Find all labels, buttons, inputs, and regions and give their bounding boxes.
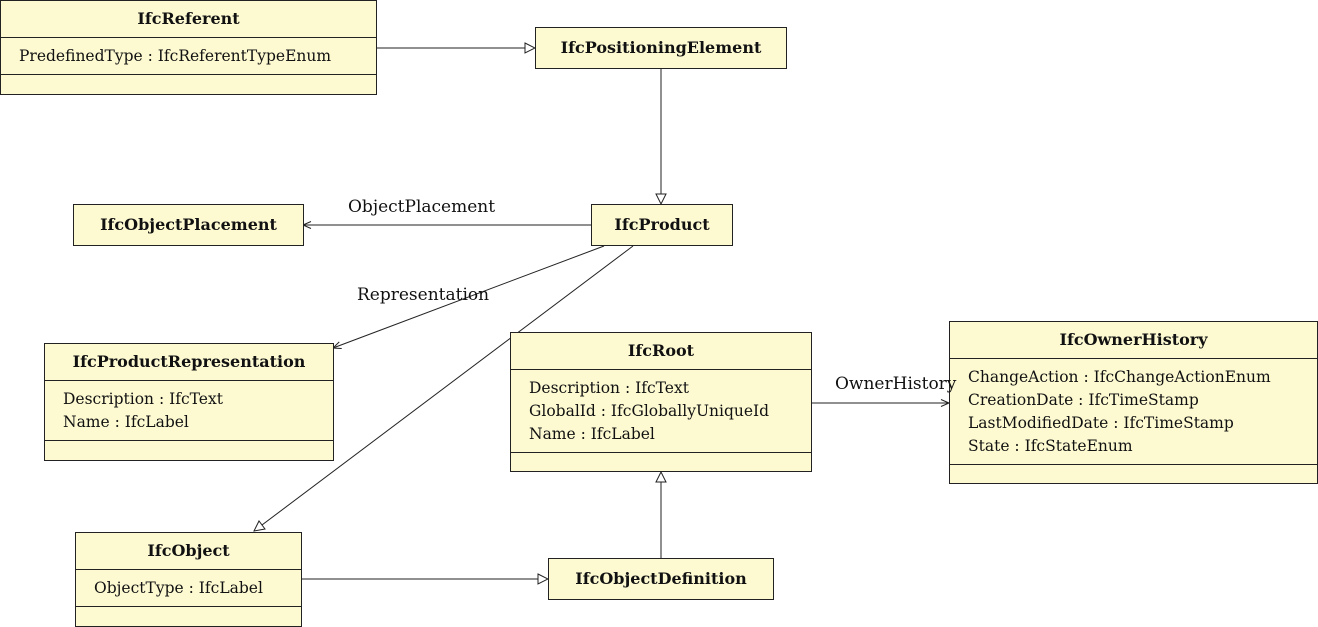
class-operations	[76, 606, 301, 625]
attribute: ChangeAction : IfcChangeActionEnum	[968, 368, 1271, 386]
attribute: Name : IfcLabel	[63, 413, 189, 431]
class-attributes: ChangeAction : IfcChangeActionEnum Creat…	[950, 358, 1317, 464]
class-ifc-product-representation: IfcProductRepresentation Description : I…	[44, 343, 334, 461]
attribute: CreationDate : IfcTimeStamp	[968, 391, 1199, 409]
class-ifc-product: IfcProduct	[591, 204, 733, 246]
attribute: Description : IfcText	[529, 379, 689, 397]
class-attributes: ObjectType : IfcLabel	[76, 569, 301, 606]
class-ifc-object-definition: IfcObjectDefinition	[548, 558, 774, 600]
class-attributes: Description : IfcText GlobalId : IfcGlob…	[511, 369, 811, 452]
class-name: IfcObjectDefinition	[575, 569, 747, 588]
association-label-owner-history: OwnerHistory	[835, 374, 957, 394]
class-name: IfcRoot	[627, 341, 695, 360]
attribute: PredefinedType : IfcReferentTypeEnum	[19, 47, 332, 65]
association-representation	[333, 245, 605, 348]
class-name: IfcObject	[147, 541, 230, 560]
class-ifc-object: IfcObject ObjectType : IfcLabel	[75, 532, 302, 627]
class-operations	[45, 440, 333, 459]
class-ifc-positioning-element: IfcPositioningElement	[535, 27, 787, 69]
class-attributes: Description : IfcText Name : IfcLabel	[45, 380, 333, 440]
generalization-product-object	[254, 245, 634, 531]
class-ifc-owner-history: IfcOwnerHistory ChangeAction : IfcChange…	[949, 321, 1318, 484]
class-name: IfcReferent	[137, 9, 240, 28]
class-ifc-root: IfcRoot Description : IfcText GlobalId :…	[510, 332, 812, 472]
class-name: IfcPositioningElement	[560, 38, 762, 57]
class-ifc-object-placement: IfcObjectPlacement	[73, 204, 304, 246]
class-operations	[511, 452, 811, 471]
attribute: GlobalId : IfcGloballyUniqueId	[529, 402, 770, 420]
class-operations	[950, 464, 1317, 483]
attribute: Name : IfcLabel	[529, 425, 655, 443]
class-operations	[1, 74, 376, 93]
attribute: ObjectType : IfcLabel	[94, 579, 263, 597]
association-label-object-placement: ObjectPlacement	[348, 197, 496, 217]
association-label-representation: Representation	[357, 285, 490, 305]
class-attributes: PredefinedType : IfcReferentTypeEnum	[1, 37, 376, 74]
class-name: IfcProduct	[614, 215, 710, 234]
class-name: IfcOwnerHistory	[1059, 330, 1208, 349]
class-name: IfcProductRepresentation	[72, 352, 306, 371]
class-ifc-referent: IfcReferent PredefinedType : IfcReferent…	[0, 0, 377, 95]
attribute: Description : IfcText	[63, 390, 223, 408]
class-name: IfcObjectPlacement	[100, 215, 277, 234]
attribute: State : IfcStateEnum	[968, 437, 1133, 455]
attribute: LastModifiedDate : IfcTimeStamp	[968, 414, 1234, 432]
